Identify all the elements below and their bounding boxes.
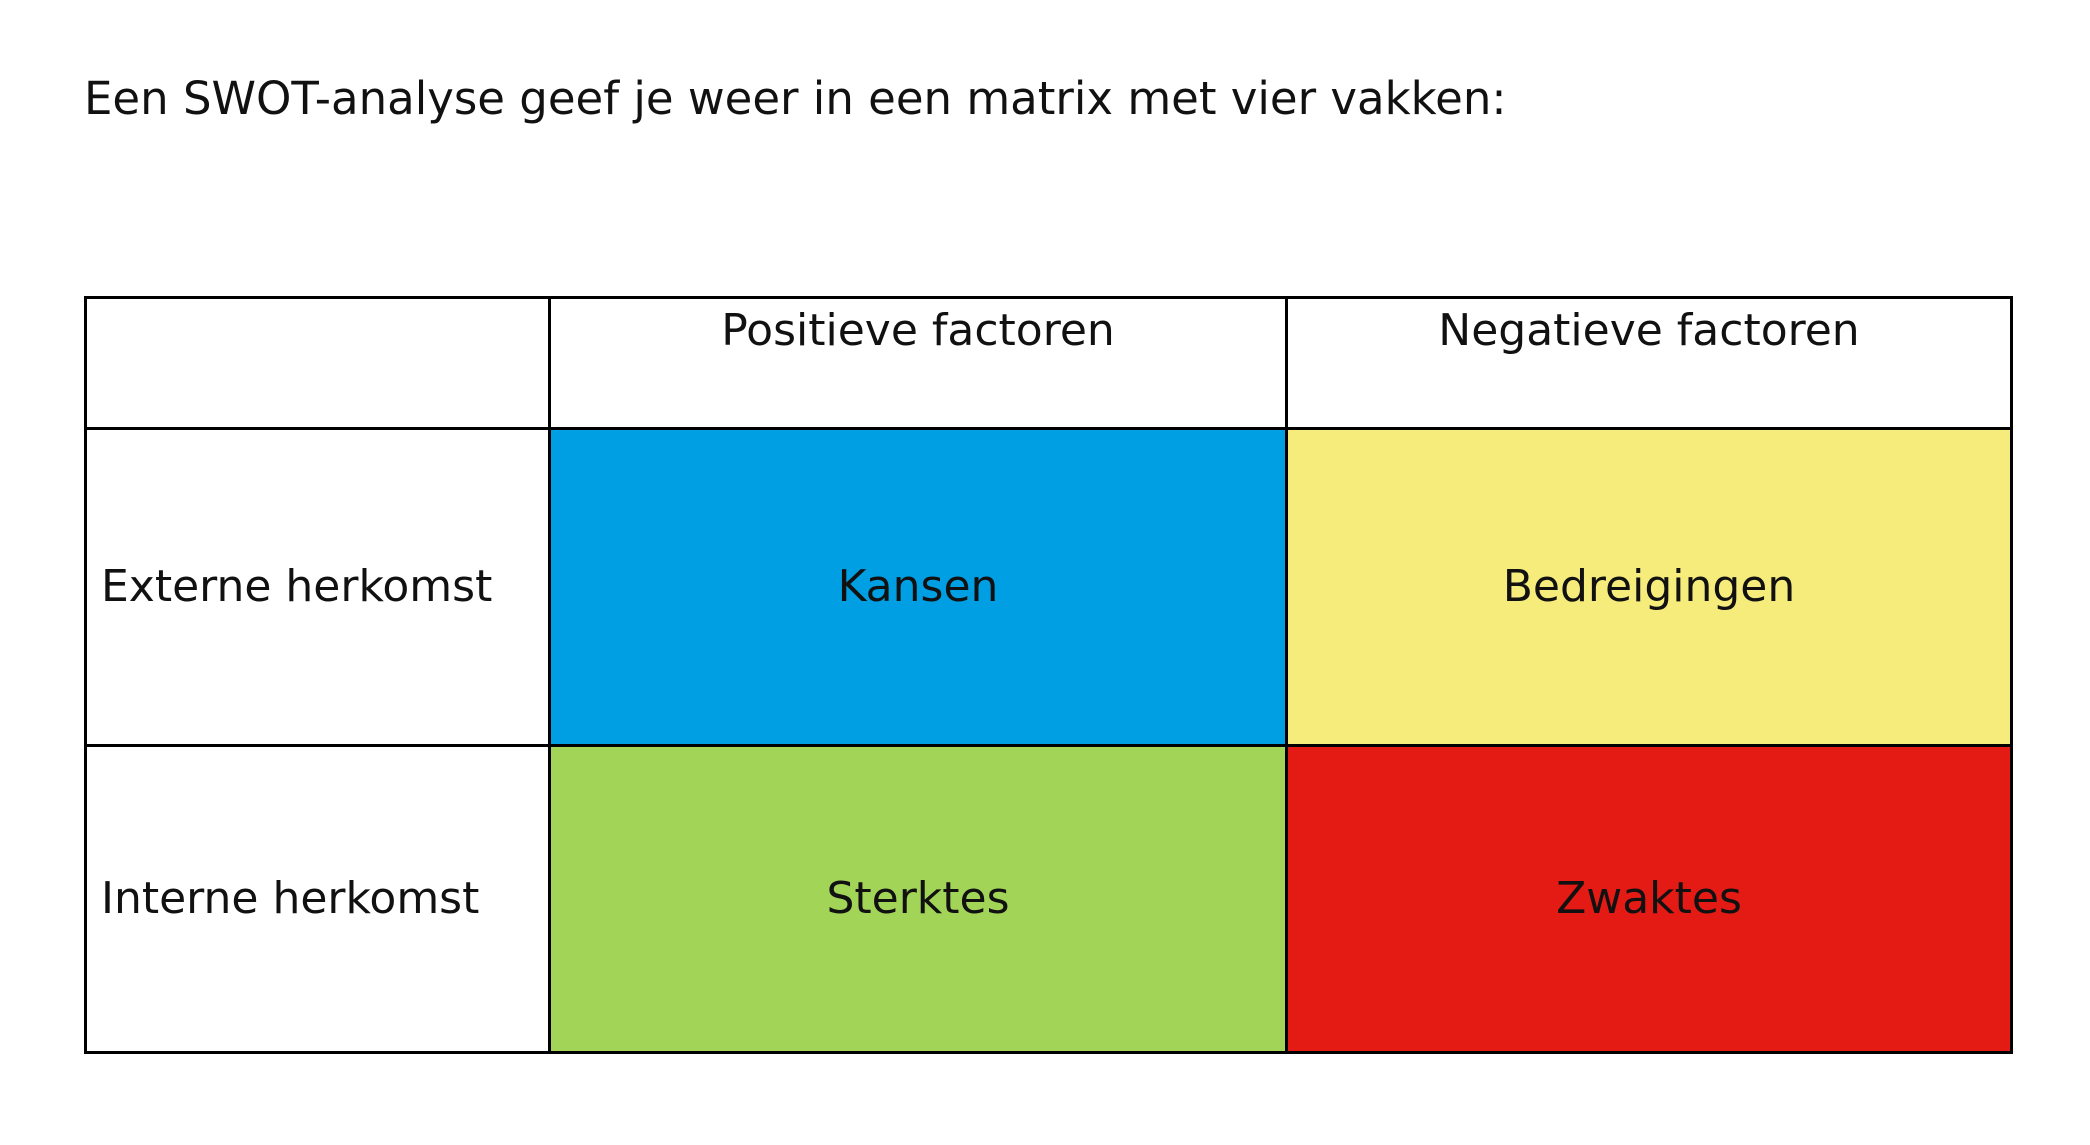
quadrant-opportunities-label: Kansen — [837, 560, 999, 612]
quadrant-weaknesses: Zwaktes — [1288, 747, 2010, 1051]
quadrant-strengths-label: Sterktes — [826, 872, 1010, 924]
row-label-external: Externe herkomst — [87, 430, 548, 744]
quadrant-strengths: Sterktes — [551, 747, 1285, 1051]
intro-text: Een SWOT-analyse geef je weer in een mat… — [84, 72, 1507, 125]
swot-matrix: Positieve factoren Negatieve factoren Ex… — [84, 296, 2013, 1054]
quadrant-opportunities: Kansen — [551, 430, 1285, 744]
column-header-positive: Positieve factoren — [551, 299, 1285, 427]
quadrant-weaknesses-label: Zwaktes — [1556, 872, 1742, 924]
column-header-negative: Negatieve factoren — [1288, 299, 2010, 427]
quadrant-threats-label: Bedreigingen — [1502, 560, 1796, 612]
row-label-internal: Interne herkomst — [87, 747, 548, 1051]
quadrant-threats: Bedreigingen — [1288, 430, 2010, 744]
matrix-corner-cell — [87, 299, 548, 427]
